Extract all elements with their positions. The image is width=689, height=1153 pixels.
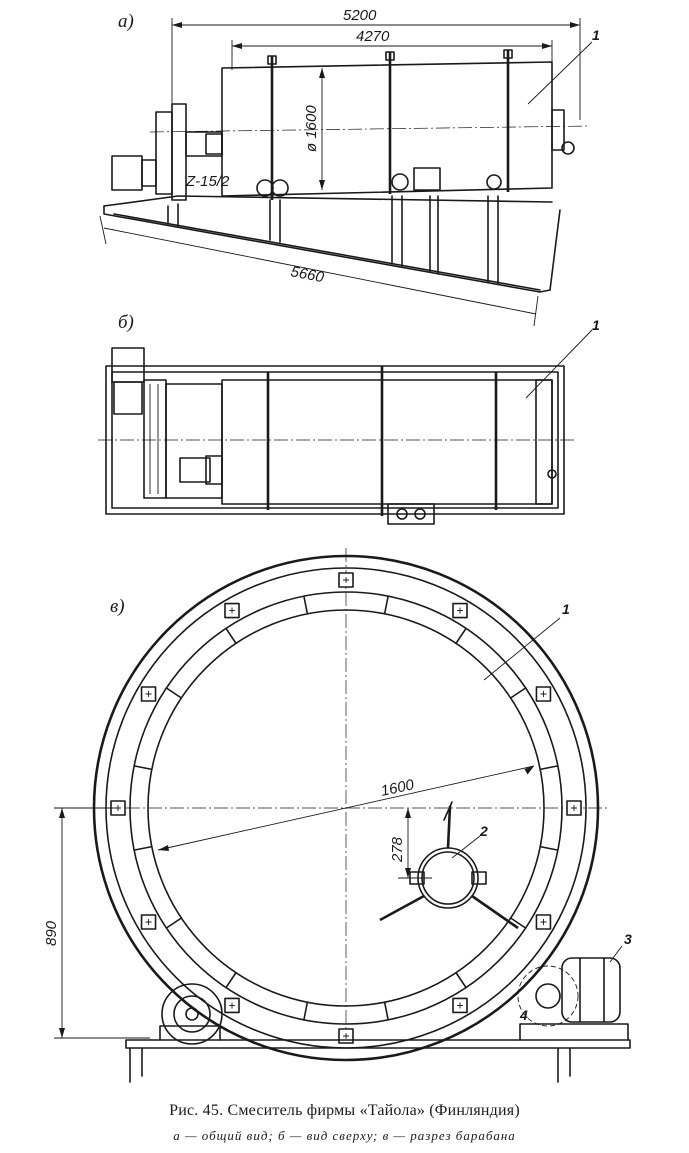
callout-4: 4 [519,1007,528,1023]
lining-bolts [110,572,582,1044]
dim-890-text: 890 [43,920,60,946]
gear-label: Z-15/2 [185,173,230,190]
support-rollers-a [256,167,502,197]
lining-separator [133,845,153,851]
callout-3: 3 [624,931,632,947]
bolt-cross [457,1002,463,1009]
lining-separator [383,595,389,615]
lining-separator [455,971,467,989]
lining-separator [383,1001,389,1021]
dimension-5200: 5200 [171,7,581,120]
bolt-cross [571,805,577,811]
dimension-890: 890 [43,807,150,1039]
lining-segments [133,595,559,1021]
lining-separator [165,917,183,929]
inclined-frame [103,195,561,293]
inner-shaft: 2 [379,801,519,930]
dimension-4270: 4270 [231,28,553,70]
lining-separator [225,971,237,989]
lining-separator [303,1001,309,1021]
bolt-cross [540,691,547,697]
view-b-top: б) 1 [98,312,600,525]
motor-3: 3 4 [519,931,632,1023]
dimension-5660: 5660 [99,215,539,327]
dim-1600-text: 1600 [379,776,416,800]
mixer-technical-drawing: а) 5200 4270 [43,7,632,1083]
lining-separator [539,765,559,771]
bolt-cross [145,919,152,925]
dim-5200-text: 5200 [343,7,377,24]
lining-separator [133,765,153,771]
lining-separator [539,845,559,851]
bolt-cross [229,607,235,614]
view-a-general: а) 5200 4270 [99,7,600,327]
callout-1-b: 1 [592,317,600,333]
view-c-section: в) 1600 2 [43,548,632,1083]
view-a-label: а) [118,11,134,32]
lining-separator [225,627,237,645]
callout-2: 2 [479,823,488,839]
bolt-cross [457,607,463,614]
dim-4270-text: 4270 [356,28,390,45]
lining-separator [455,627,467,645]
dimension-278: 278 [389,808,432,879]
lining-separator [509,687,527,699]
lining-separator [509,917,527,929]
bolt-cross [343,577,349,583]
callout-1-c: 1 [562,601,570,617]
view-c-label: в) [110,596,125,617]
figure-subcaption: а — общий вид; б — вид сверху; в — разре… [173,1128,516,1143]
callout-1-a: 1 [592,27,600,43]
drum-side: ø 1600 [149,49,591,200]
bolt-cross [145,691,152,697]
base-frame [125,1023,631,1083]
lining-separator [165,687,183,699]
view-b-label: б) [118,312,134,333]
bolt-cross [540,919,547,925]
lining-separator [303,595,309,615]
dim-278-text: 278 [389,836,406,863]
figure-caption: Рис. 45. Смеситель фирмы «Тайола» (Финля… [169,1102,520,1119]
drive-unit-a: Z-15/2 [111,103,230,201]
dimension-1600: 1600 [157,765,535,851]
support-rollers-c [161,965,579,1045]
dim-diameter-text: ø 1600 [303,105,320,152]
bolt-cross [343,1033,349,1039]
bolt-cross [229,1002,235,1009]
dim-5660-text: 5660 [289,263,326,286]
